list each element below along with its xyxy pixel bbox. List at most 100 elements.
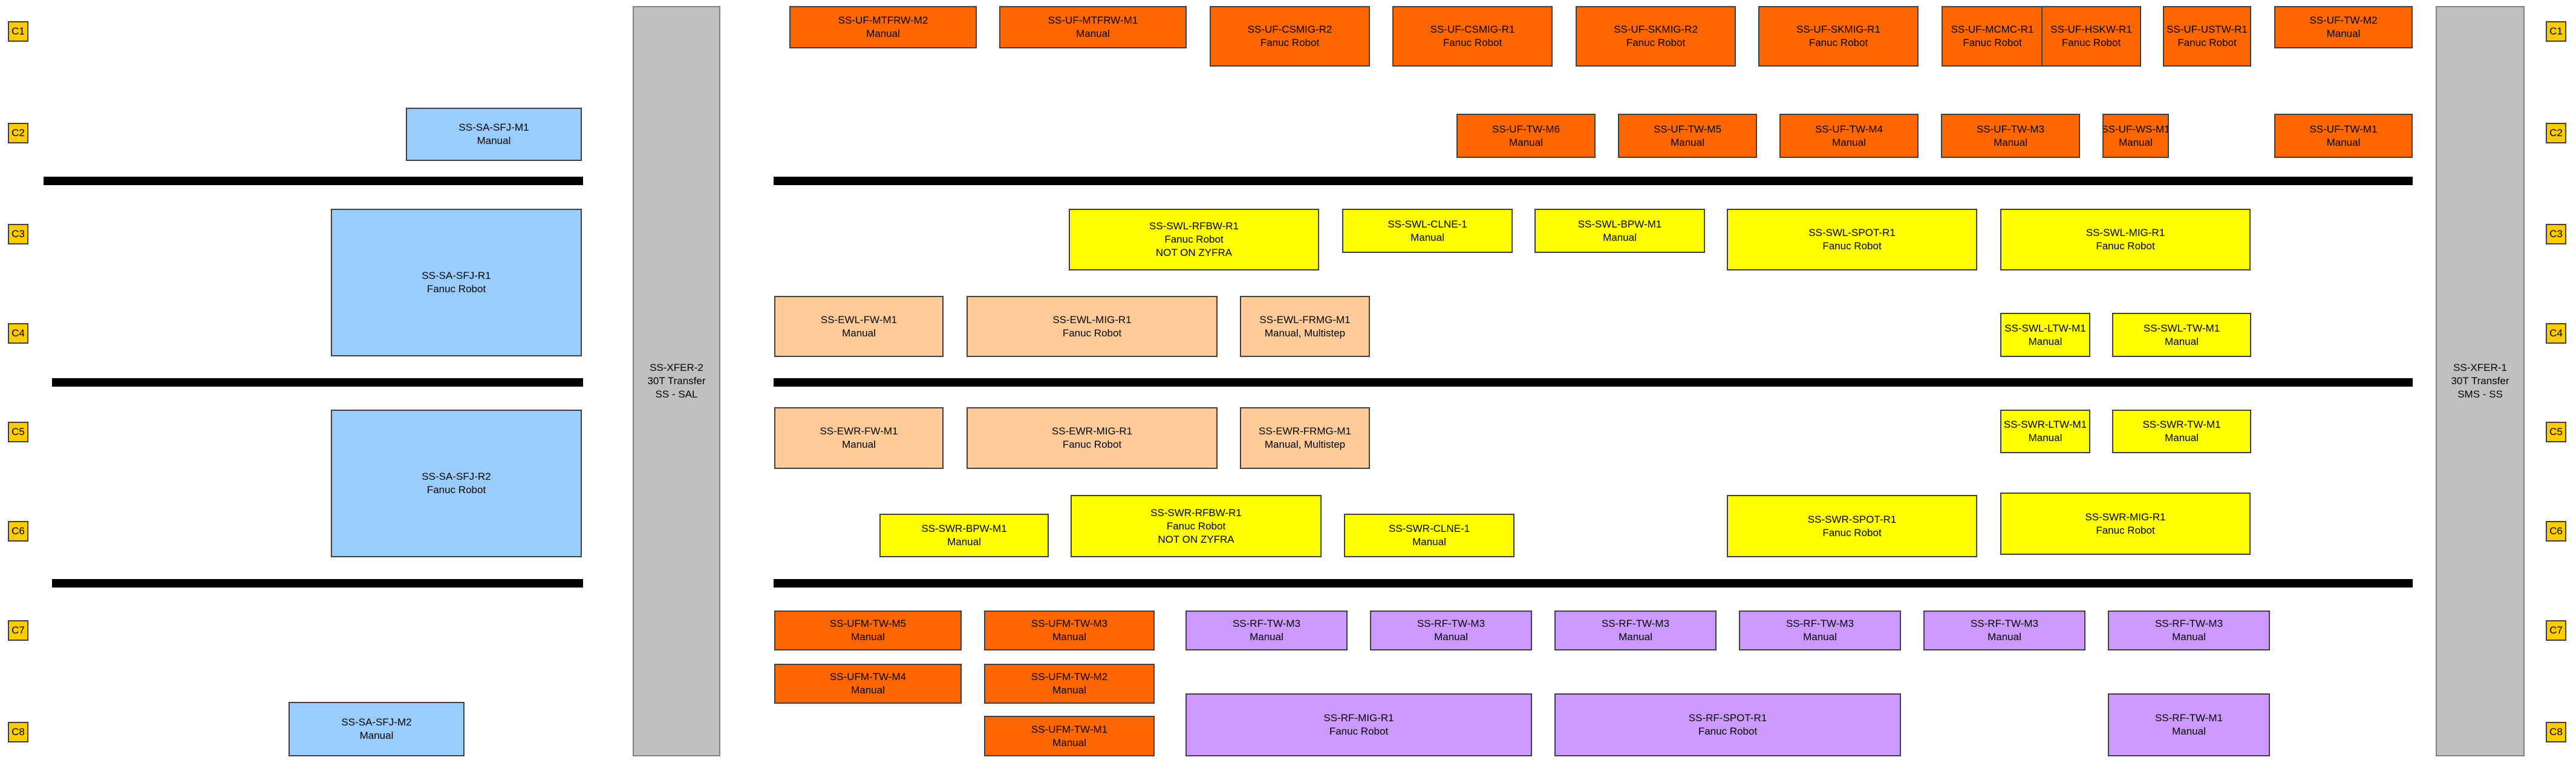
station-sa-sfj-m2[interactable]: SS-SA-SFJ-M2 Manual [289,702,465,756]
station-swl-spot-r1[interactable]: SS-SWL-SPOT-R1 Fanuc Robot [1727,209,1977,270]
station-id: SS-SWR-CLNE-1 [1388,523,1470,534]
station-uf-csmig-r1[interactable]: SS-UF-CSMIG-R1 Fanuc Robot [1392,6,1553,67]
station-id: SS-UF-HSKW-R1 [2050,24,2132,35]
station-rf-spot-r1[interactable]: SS-RF-SPOT-R1 Fanuc Robot [1554,693,1901,756]
station-id: SS-EWR-FRMG-M1 [1259,425,1351,437]
station-id: SS-UF-TW-M6 [1492,123,1560,135]
station-id: SS-UF-USTW-R1 [2167,24,2248,35]
station-uf-mtfrw-m1[interactable]: SS-UF-MTFRW-M1 Manual [999,6,1187,48]
station-type: Manual [1987,631,2021,643]
station-ewr-frmg-m1[interactable]: SS-EWR-FRMG-M1 Manual, Multistep [1240,407,1370,469]
station-rf-tw-m3[interactable]: SS-RF-TW-M3 Manual [1554,611,1717,650]
station-ufm-tw-m5[interactable]: SS-UFM-TW-M5 Manual [774,611,962,650]
station-rf-mig-r1[interactable]: SS-RF-MIG-R1 Fanuc Robot [1185,693,1532,756]
transfer-right-line: SMS - SS [2457,388,2503,400]
station-id: SS-SWL-TW-M1 [2143,322,2220,334]
row-label-right-c8: C8 [2546,722,2566,742]
station-uf-ws-m1[interactable]: SS-UF-WS-M1 Manual [2102,114,2169,158]
station-rf-tw-m3[interactable]: SS-RF-TW-M3 Manual [2108,611,2270,650]
station-swl-clne-1[interactable]: SS-SWL-CLNE-1 Manual [1342,209,1513,253]
row-label-right-c1: C1 [2546,21,2566,42]
station-ewl-fw-m1[interactable]: SS-EWL-FW-M1 Manual [774,296,944,357]
station-sa-sfj-r2[interactable]: SS-SA-SFJ-R2 Fanuc Robot [331,410,582,557]
row-label-right-c2: C2 [2546,123,2566,143]
station-swl-bpw-m1[interactable]: SS-SWL-BPW-M1 Manual [1534,209,1705,253]
station-ewl-mig-r1[interactable]: SS-EWL-MIG-R1 Fanuc Robot [967,296,1218,357]
station-type: Manual [842,439,876,450]
station-swr-spot-r1[interactable]: SS-SWR-SPOT-R1 Fanuc Robot [1727,495,1977,557]
station-type: Manual [2165,432,2199,444]
transfer-left-line: SS-XFER-2 [650,362,703,373]
station-type: Fanuc Robot [1062,327,1122,339]
station-swl-tw-m1[interactable]: SS-SWL-TW-M1 Manual [2112,313,2251,357]
station-type: Fanuc Robot [1443,37,1502,48]
station-ufm-tw-m2[interactable]: SS-UFM-TW-M2 Manual [984,664,1155,704]
station-type: Manual [866,28,900,39]
station-uf-csmig-r2[interactable]: SS-UF-CSMIG-R2 Fanuc Robot [1210,6,1370,67]
station-id: SS-UF-WS-M1 [2102,123,2169,135]
station-swr-ltw-m1[interactable]: SS-SWR-LTW-M1 Manual [2000,410,2090,453]
station-uf-tw-m6[interactable]: SS-UF-TW-M6 Manual [1456,114,1596,158]
transfer-right[interactable]: SS-XFER-1 30T Transfer SMS - SS [2436,6,2525,756]
row-label-left-c1: C1 [8,21,28,42]
station-rf-tw-m3[interactable]: SS-RF-TW-M3 Manual [1185,611,1348,650]
station-id: SS-RF-TW-M3 [1970,618,2039,629]
station-swr-clne-1[interactable]: SS-SWR-CLNE-1 Manual [1344,514,1515,557]
station-uf-tw-m3[interactable]: SS-UF-TW-M3 Manual [1941,114,2080,158]
station-swr-tw-m1[interactable]: SS-SWR-TW-M1 Manual [2112,410,2251,453]
station-swl-ltw-m1[interactable]: SS-SWL-LTW-M1 Manual [2000,313,2090,357]
station-type: Manual [1619,631,1652,643]
row-label-right-c5: C5 [2546,422,2566,442]
station-sa-sfj-r1[interactable]: SS-SA-SFJ-R1 Fanuc Robot [331,209,582,356]
station-rf-tw-m3[interactable]: SS-RF-TW-M3 Manual [1370,611,1532,650]
station-swr-rfbw-r1[interactable]: SS-SWR-RFBW-R1 Fanuc Robot NOT ON ZYFRA [1071,495,1322,557]
station-uf-hskw-r1[interactable]: SS-UF-HSKW-R1 Fanuc Robot [2041,6,2141,67]
station-type: Manual [1803,631,1837,643]
station-id: SS-UFM-TW-M1 [1031,723,1108,735]
station-ewl-frmg-m1[interactable]: SS-EWL-FRMG-M1 Manual, Multistep [1240,296,1370,357]
station-uf-tw-m5[interactable]: SS-UF-TW-M5 Manual [1618,114,1757,158]
station-rf-tw-m3[interactable]: SS-RF-TW-M3 Manual [1923,611,2085,650]
station-uf-tw-m1[interactable]: SS-UF-TW-M1 Manual [2274,114,2413,158]
station-id: SS-RF-TW-M1 [2154,712,2223,724]
station-uf-mtfrw-m2[interactable]: SS-UF-MTFRW-M2 Manual [789,6,977,48]
station-id: SS-RF-TW-M3 [1232,618,1301,629]
station-id: SS-UF-TW-M5 [1653,123,1722,135]
station-id: SS-EWR-MIG-R1 [1051,425,1133,437]
station-uf-tw-m2[interactable]: SS-UF-TW-M2 Manual [2274,6,2413,48]
station-id: SS-RF-MIG-R1 [1323,712,1394,724]
station-id: SS-RF-TW-M3 [1417,618,1485,629]
station-ewr-mig-r1[interactable]: SS-EWR-MIG-R1 Fanuc Robot [967,407,1218,469]
station-id: SS-SA-SFJ-R1 [422,270,491,281]
transfer-right-line: SS-XFER-1 [2453,362,2507,373]
row-label-right-c7: C7 [2546,620,2566,641]
station-id: SS-UF-CSMIG-R2 [1247,24,1332,35]
station-ufm-tw-m1[interactable]: SS-UFM-TW-M1 Manual [984,716,1155,756]
transfer-left[interactable]: SS-XFER-2 30T Transfer SS - SAL [633,6,720,756]
station-ewr-fw-m1[interactable]: SS-EWR-FW-M1 Manual [774,407,944,469]
station-type: Manual [2172,631,2206,643]
station-swr-mig-r1[interactable]: SS-SWR-MIG-R1 Fanuc Robot [2000,493,2251,555]
station-type: Manual [2165,335,2199,347]
station-uf-skmig-r2[interactable]: SS-UF-SKMIG-R2 Fanuc Robot [1576,6,1736,67]
station-uf-tw-m4[interactable]: SS-UF-TW-M4 Manual [1779,114,1919,158]
station-type: Fanuc Robot [2096,524,2155,536]
station-ufm-tw-m4[interactable]: SS-UFM-TW-M4 Manual [774,664,962,704]
station-id: SS-SWR-SPOT-R1 [1807,513,1897,525]
station-rf-tw-m3[interactable]: SS-RF-TW-M3 Manual [1739,611,1901,650]
row-label-left-c2: C2 [8,123,28,143]
station-uf-ustw-r1[interactable]: SS-UF-USTW-R1 Fanuc Robot [2163,6,2251,67]
station-id: SS-SWR-LTW-M1 [2003,419,2087,430]
station-sa-sfj-m1[interactable]: SS-SA-SFJ-M1 Manual [406,108,582,161]
transfer-left-line: 30T Transfer [647,375,706,387]
station-ufm-tw-m3[interactable]: SS-UFM-TW-M3 Manual [984,611,1155,650]
station-rf-tw-m1[interactable]: SS-RF-TW-M1 Manual [2108,693,2270,756]
station-swl-mig-r1[interactable]: SS-SWL-MIG-R1 Fanuc Robot [2000,209,2251,270]
station-swr-bpw-m1[interactable]: SS-SWR-BPW-M1 Manual [879,514,1049,557]
station-swl-rfbw-r1[interactable]: SS-SWL-RFBW-R1 Fanuc Robot NOT ON ZYFRA [1069,209,1319,270]
station-type: Manual [1076,28,1110,39]
station-uf-mcmc-r1[interactable]: SS-UF-MCMC-R1 Fanuc Robot [1942,6,2043,67]
station-uf-skmig-r1[interactable]: SS-UF-SKMIG-R1 Fanuc Robot [1758,6,1919,67]
station-id: SS-UF-TW-M1 [2309,123,2378,135]
station-type: Fanuc Robot [1062,439,1122,450]
